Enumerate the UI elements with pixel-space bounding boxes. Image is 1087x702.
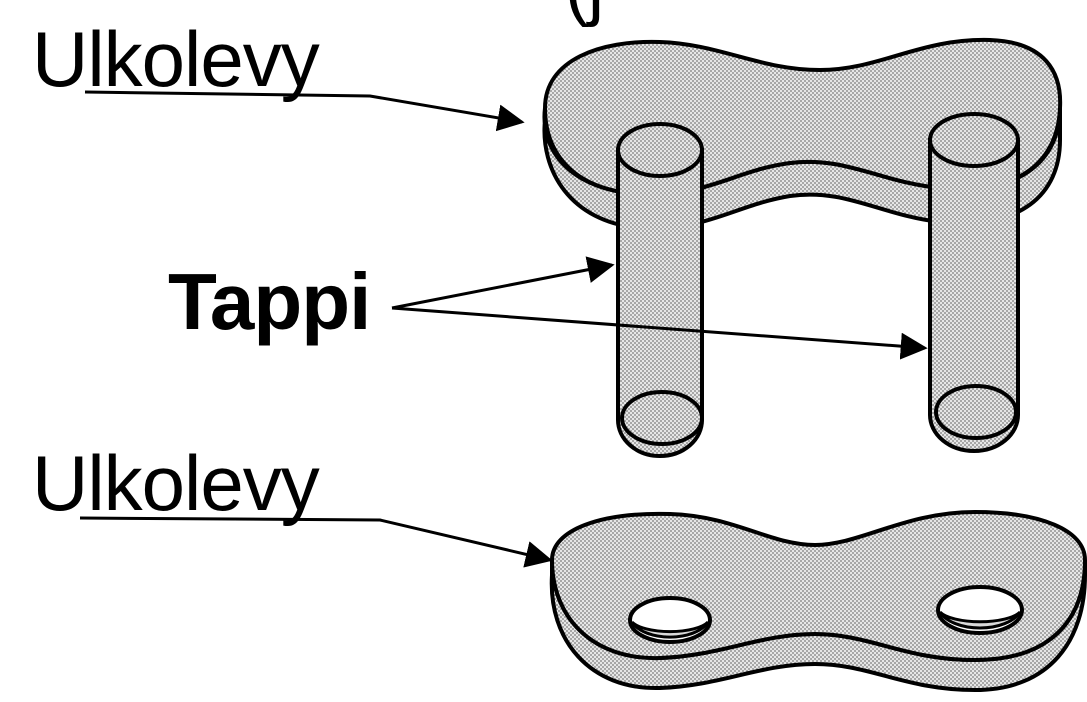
pin-label: Tappi (168, 262, 370, 342)
right-pin (930, 114, 1018, 451)
top-plate-label: Ulkolevy (32, 20, 319, 98)
bottom-plate-label: Ulkolevy (32, 444, 319, 522)
bottom-outer-plate (552, 512, 1085, 690)
left-pin (618, 124, 702, 456)
right-pin-end-face (936, 386, 1016, 438)
pin-left-leader (392, 265, 612, 308)
right-pin-top-cap (930, 114, 1018, 166)
left-pin-top-cap (618, 124, 702, 176)
left-pin-end-face (622, 392, 702, 444)
cut-off-heading-label: (j (565, 0, 603, 24)
